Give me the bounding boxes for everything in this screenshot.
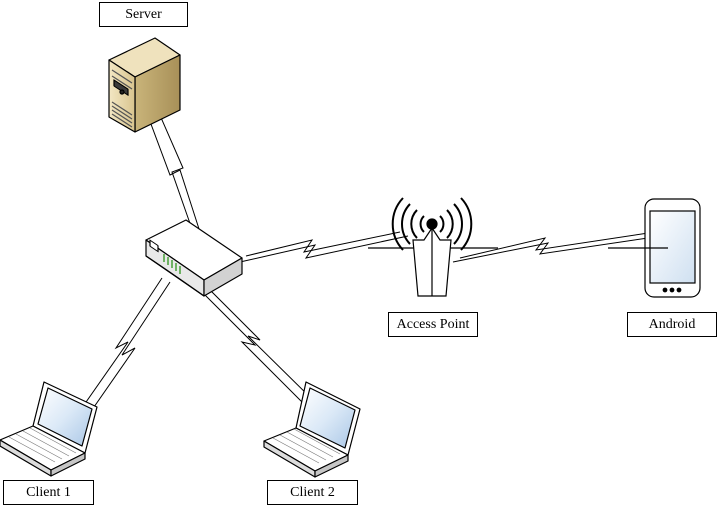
link-server-router: [141, 96, 201, 233]
android-label: Android: [627, 312, 717, 337]
router-icon: [145, 219, 243, 297]
client1-laptop-icon: [0, 381, 98, 477]
server-icon: [108, 37, 181, 133]
client2-label: Client 2: [267, 480, 358, 505]
server-label: Server: [99, 2, 188, 27]
link-router-client1: [69, 277, 171, 431]
access-point-label: Access Point: [388, 312, 478, 337]
client1-label: Client 1: [3, 480, 94, 505]
link-router-client2: [194, 281, 319, 413]
access-point-icon: [368, 197, 498, 297]
link-access-point-android: [452, 231, 656, 263]
client2-laptop-icon: [263, 381, 361, 478]
link-router-access-point: [239, 231, 409, 263]
smartphone-icon: [608, 198, 701, 298]
